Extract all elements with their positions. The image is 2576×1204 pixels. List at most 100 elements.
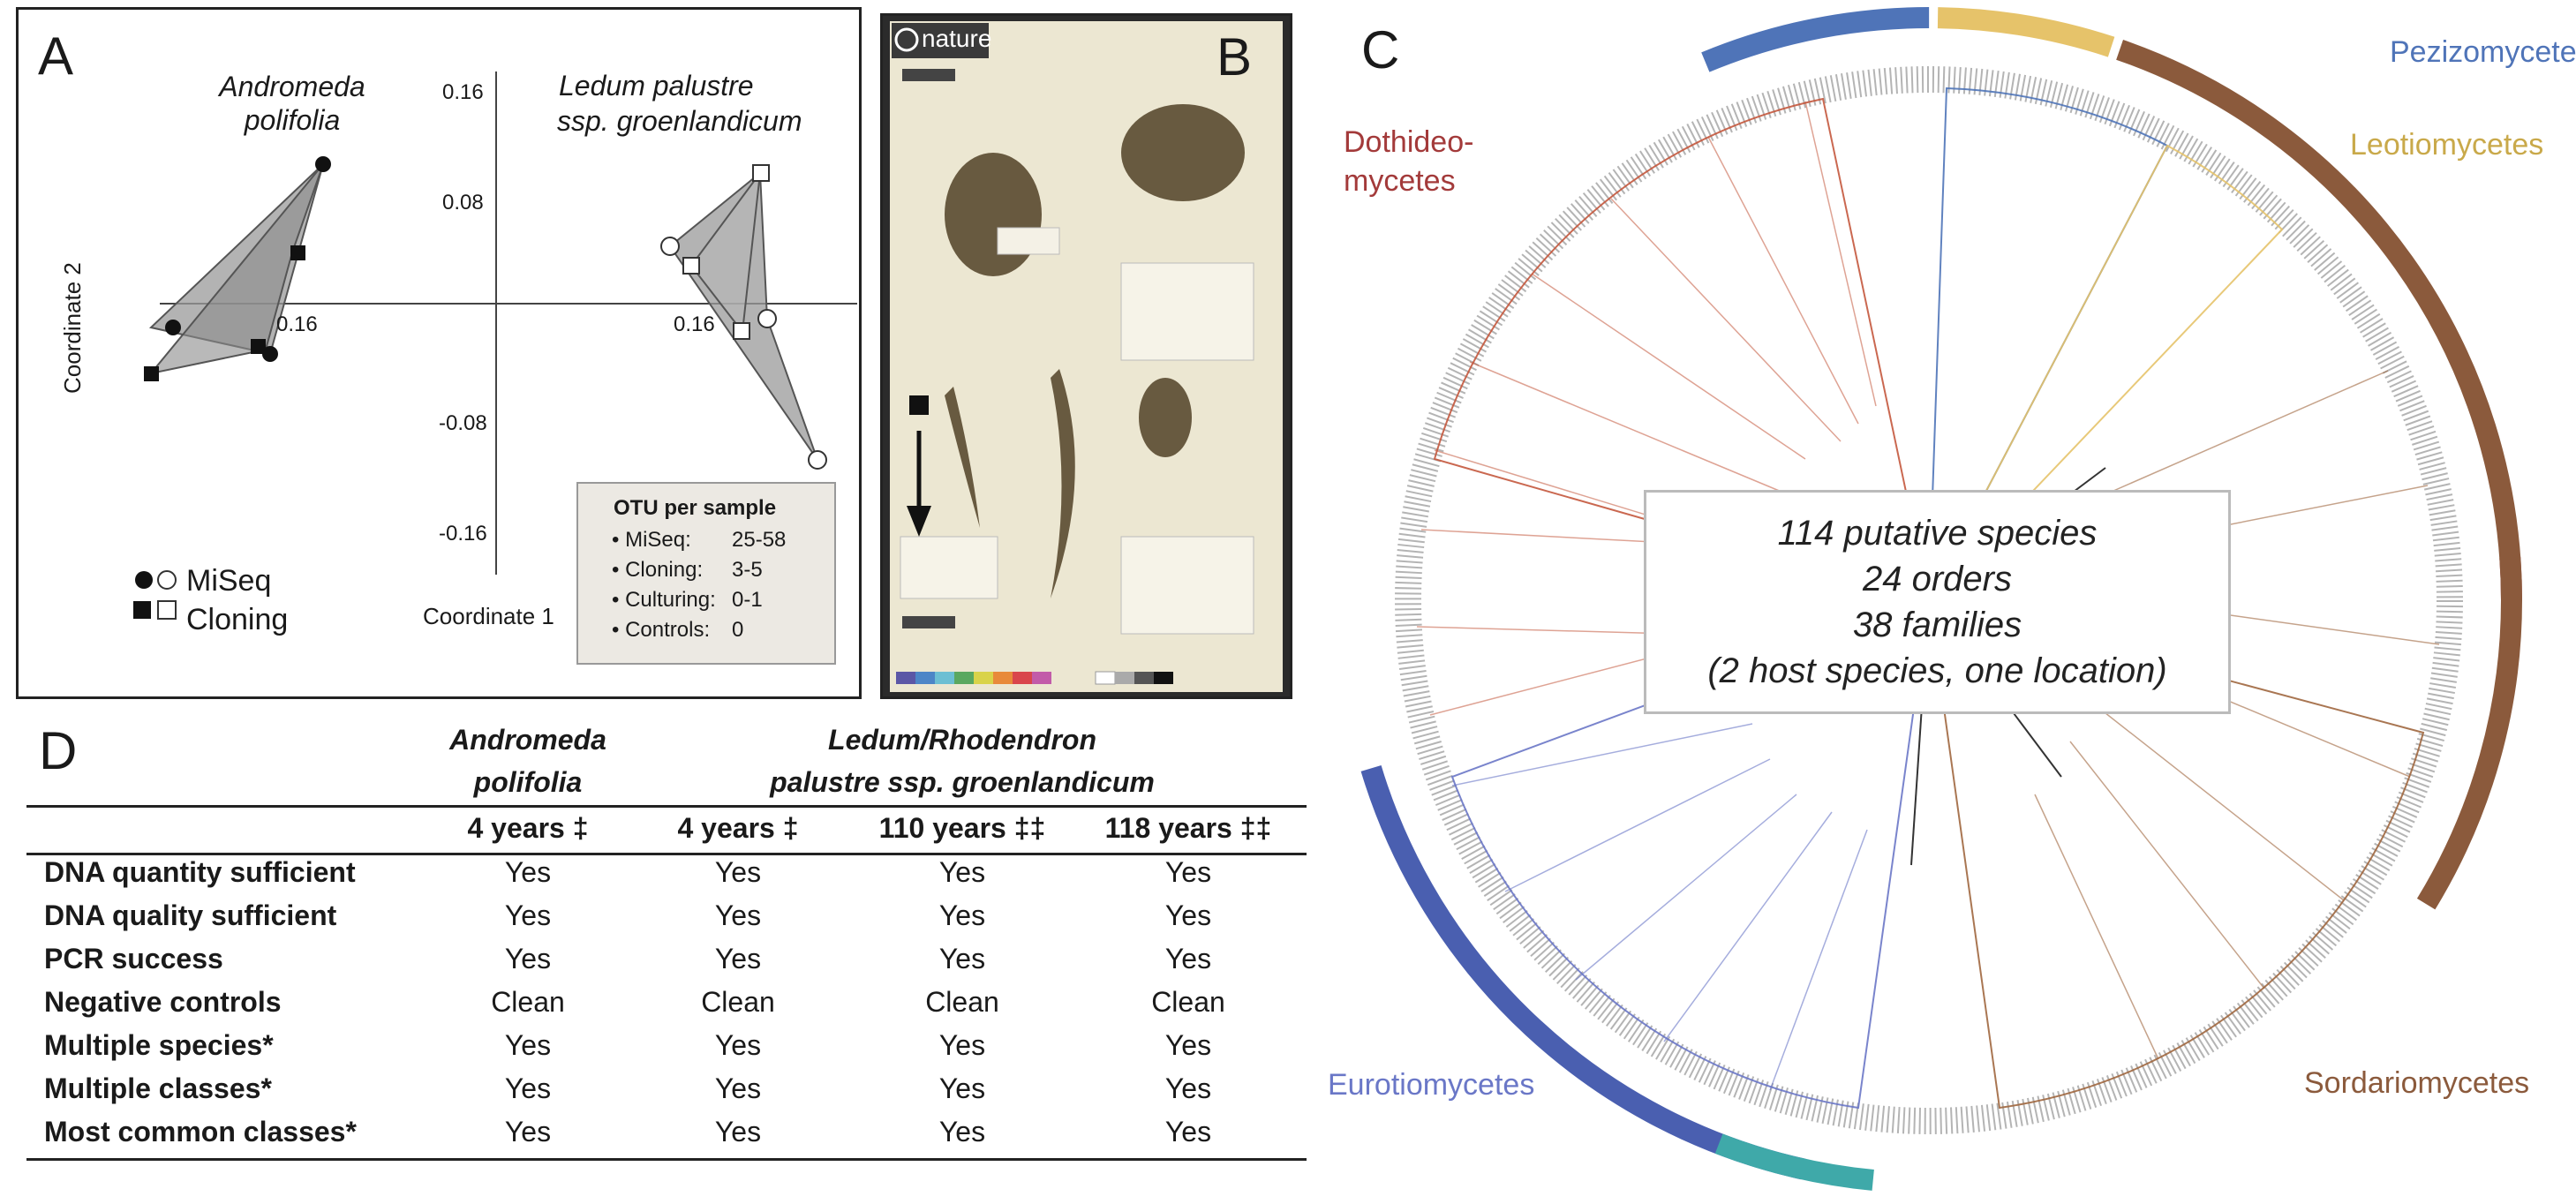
otu-box-title: OTU per sample — [614, 496, 777, 520]
col-header: 110 years ‡‡ — [878, 812, 1046, 844]
ring-sordariomycetes — [1336, 7, 2522, 1193]
table-bottom-rule — [26, 1158, 1307, 1161]
clade-dothideomycetes — [1433, 97, 1931, 602]
panel-d-summary-table: D Andromeda polifolia Ledum/Rhodendron p… — [16, 706, 1307, 1200]
table-cell: Yes — [714, 856, 762, 888]
panel-b-herbarium-photo: nature B — [880, 13, 1292, 699]
point-cloning-open — [733, 322, 750, 340]
point-cloning-filled — [290, 245, 305, 260]
point-cloning-open — [682, 257, 700, 275]
otu-row-label: • Culturing: — [612, 588, 716, 612]
table-header-rule — [26, 853, 1307, 855]
table-cell: Yes — [504, 899, 552, 931]
summary-hosts: (2 host species, one location) — [1707, 651, 2167, 690]
class-label-leotiomycetes: Leotiomycetes — [2350, 128, 2544, 162]
y-tick-label: -0.16 — [439, 522, 487, 546]
herbarium-sheet-image — [890, 21, 1283, 692]
branch-lines-blue — [1451, 723, 1868, 1091]
table-cell: Yes — [714, 1116, 762, 1148]
class-label-eurotiomycetes: Eurotiomycetes — [1328, 1068, 1535, 1102]
col-header: 118 years ‡‡ — [1104, 812, 1272, 844]
species-andromeda-title: Andromeda polifolia — [219, 71, 365, 136]
species-ledum-title-line1: Ledum palustre — [559, 70, 754, 102]
clade-leotiomycetes — [1928, 144, 2284, 601]
table-cell: Clean — [1151, 986, 1225, 1018]
panel-a-letter: A — [38, 26, 74, 86]
class-label-pezizomycetes: Pezizomycetes — [2390, 35, 2576, 69]
table-row-label: Multiple classes* — [44, 1072, 272, 1104]
legend-miseq-label: MiSeq — [186, 564, 272, 598]
class-label-dothideomycetes-line1: Dothideo- — [1344, 125, 1474, 159]
sample-marker — [909, 395, 929, 415]
legend-cloning-filled-marker — [133, 601, 151, 619]
specimen-shapes — [945, 104, 1245, 598]
table-cell: Yes — [714, 899, 762, 931]
panel-b-letter: B — [1216, 27, 1253, 87]
table-row-label: DNA quantity sufficient — [44, 856, 356, 888]
table-cell: Yes — [1164, 899, 1212, 931]
color-calibration-bar — [896, 671, 1173, 685]
otu-row-label: • MiSeq: — [612, 528, 691, 552]
y-axis-label: Coordinate 2 — [59, 262, 86, 394]
table-cell: Yes — [938, 1072, 986, 1104]
panel-a-ordination-plot: A Andromeda polifolia Ledum palustre ssp… — [16, 7, 862, 699]
table-cell: Yes — [1164, 1029, 1212, 1061]
table-cell: Yes — [504, 943, 552, 974]
table-cell: Clean — [701, 986, 775, 1018]
otu-row-label: • Controls: — [612, 618, 711, 642]
x-tick-label: 0.16 — [674, 312, 715, 336]
summary-families: 38 families — [1852, 606, 2022, 644]
table-cell: Yes — [714, 1072, 762, 1104]
arrow-down-icon — [907, 506, 931, 537]
otu-row-value: 0-1 — [732, 588, 763, 612]
clade-sordariomycetes — [1927, 598, 2425, 1110]
nature-logo-icon — [894, 27, 919, 52]
table-cell: Clean — [925, 986, 999, 1018]
x-axis-label: Coordinate 1 — [423, 603, 554, 629]
legend-cloning-label: Cloning — [186, 603, 289, 636]
y-tick-label: 0.08 — [442, 191, 484, 214]
table-cell: Yes — [1164, 1072, 1212, 1104]
point-cloning-filled — [144, 366, 159, 381]
table-cell: Yes — [938, 1029, 986, 1061]
table-cell: Yes — [938, 1116, 986, 1148]
barcode — [902, 69, 955, 81]
host1-header-line2: polifolia — [473, 766, 583, 798]
host2-header-line2: palustre ssp. groenlandicum — [770, 766, 1155, 798]
otu-row-label: • Cloning: — [612, 558, 704, 582]
y-tick-label: -0.08 — [439, 411, 487, 435]
point-miseq-filled — [165, 320, 181, 335]
panel-d-letter: D — [39, 721, 78, 780]
x-tick-label: 0.16 — [276, 312, 318, 336]
table-cell: Yes — [714, 1029, 762, 1061]
otu-per-sample-box: OTU per sample • MiSeq: 25-58 • Cloning:… — [576, 482, 836, 665]
specimen-label — [1120, 536, 1254, 635]
y-tick-label: 0.16 — [442, 80, 484, 104]
table-top-rule — [26, 805, 1307, 808]
table-cell: Yes — [1164, 943, 1212, 974]
class-label-sordariomycetes: Sordariomycetes — [2304, 1066, 2530, 1100]
table-cell: Clean — [491, 986, 565, 1018]
table-row-label: Most common classes* — [44, 1116, 357, 1148]
point-miseq-open — [808, 450, 827, 470]
tip-labels-ring — [1395, 66, 2463, 1134]
legend-miseq-filled-marker — [135, 571, 153, 589]
table-row-label: PCR success — [44, 943, 223, 974]
species-ledum-title-line2: ssp. groenlandicum — [557, 105, 802, 137]
host1-header-line1: Andromeda — [449, 724, 606, 756]
ring-pezizomycetes — [1336, 7, 2522, 1193]
clade-pezizomycetes — [1928, 87, 2169, 601]
table-row-label: DNA quality sufficient — [44, 899, 337, 931]
panel-c-letter: C — [1361, 20, 1400, 79]
point-miseq-filled — [262, 346, 278, 362]
table-cell: Yes — [504, 1072, 552, 1104]
host2-header-line1: Ledum/Rhodendron — [828, 724, 1096, 756]
legend-miseq-open-marker — [157, 570, 177, 590]
point-miseq-filled — [315, 156, 331, 172]
summary-orders: 24 orders — [1863, 560, 2012, 598]
table-cell: Yes — [504, 1029, 552, 1061]
table-cell: Yes — [504, 1116, 552, 1148]
otu-row-value: 0 — [732, 618, 744, 642]
table-cell: Yes — [1164, 1116, 1212, 1148]
table-cell: Yes — [1164, 856, 1212, 888]
